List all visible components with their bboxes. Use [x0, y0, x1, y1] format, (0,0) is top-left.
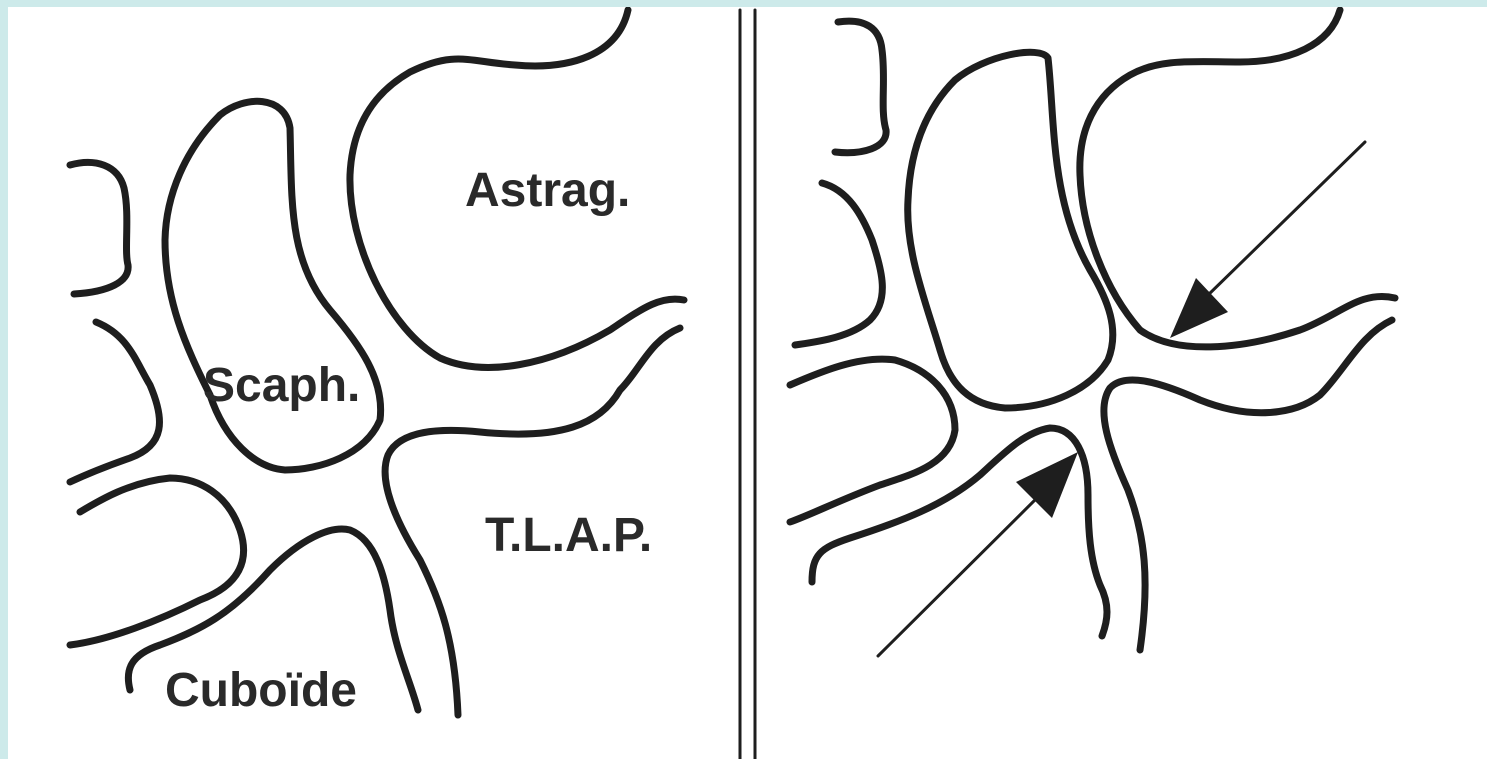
left-bracket-bone	[70, 162, 128, 294]
right-bracket-bone	[835, 21, 886, 153]
right-astragalus-outline	[1080, 10, 1395, 347]
right-cuboid-outline	[812, 428, 1107, 636]
arrow-lower	[878, 452, 1078, 656]
label-cuboid: Cuboïde	[165, 667, 357, 715]
label-scaphoid: Scaph.	[203, 362, 360, 410]
right-mid-joint-line	[790, 359, 955, 522]
arrow-upper-head	[1170, 278, 1228, 338]
label-astragalus: Astrag.	[465, 167, 630, 215]
right-panel	[790, 10, 1395, 656]
right-scaphoid-outline	[908, 52, 1113, 408]
arrow-upper-shaft	[1205, 142, 1365, 298]
label-tlap: T.L.A.P.	[485, 512, 652, 560]
right-upper-joint-line	[795, 183, 882, 345]
left-panel	[70, 10, 684, 715]
panel-divider	[740, 10, 755, 759]
diagram-sheet: Astrag. Scaph. T.L.A.P. Cuboïde	[8, 7, 1487, 759]
right-tlap-joint-line	[1104, 320, 1392, 650]
arrow-lower-shaft	[878, 490, 1045, 656]
left-upper-joint-line	[70, 322, 160, 482]
arrow-upper	[1170, 142, 1365, 338]
